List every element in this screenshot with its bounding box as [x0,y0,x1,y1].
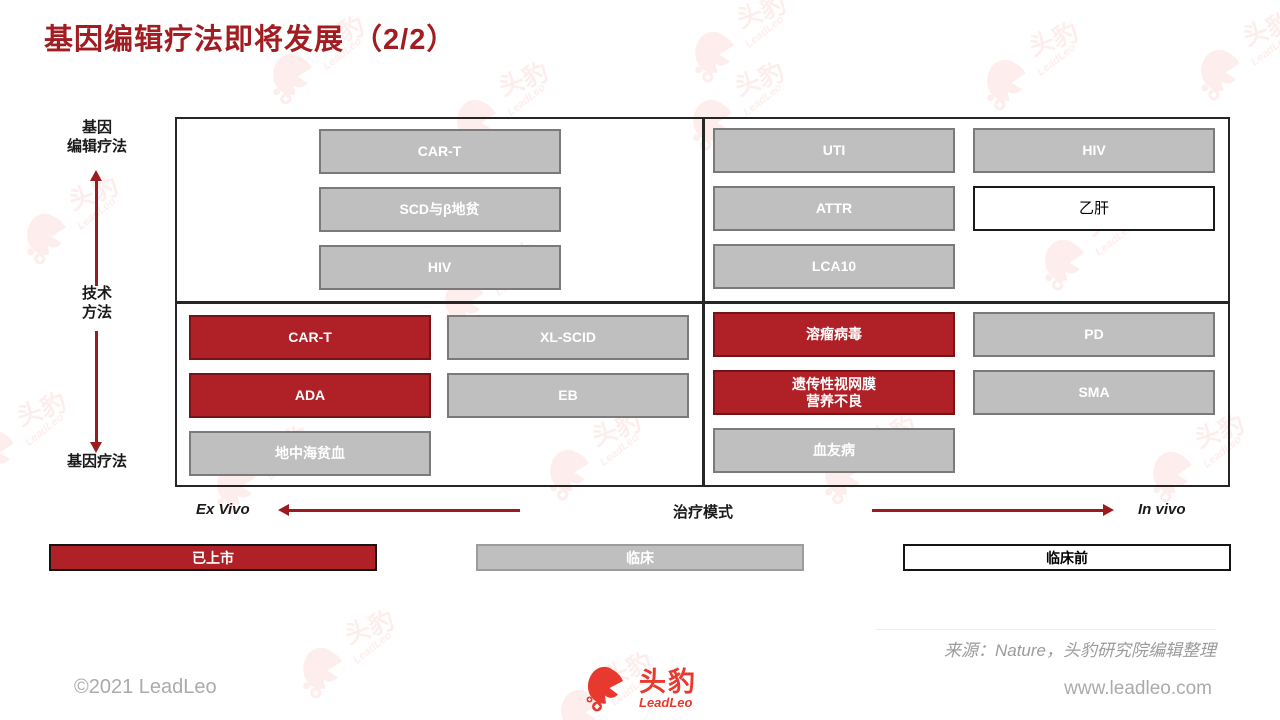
watermark-text-cn: 头豹 [495,58,552,102]
matrix-box: ATTR [713,186,955,231]
y-axis-label-technique: 技术 方法 [81,285,112,321]
watermark-text-en: LeadLeo [23,411,67,449]
down-arrow-icon [90,331,102,453]
right-arrow-icon [872,504,1114,516]
legend-item-preclinical: 临床前 [903,544,1231,571]
website-url: www.leadleo.com [1064,678,1212,699]
matrix-box: EB [447,373,689,418]
up-arrow-icon [90,170,102,286]
watermark-text-en: LeadLeo [1035,41,1079,79]
matrix-box: SCD与β地贫 [318,187,561,232]
matrix-box: SMA [973,370,1215,415]
y-axis-label-gene-therapy: 基因疗法 [66,453,127,470]
x-axis-label-mode: 治疗模式 [672,504,733,521]
legend-label: 已上市 [192,549,234,566]
therapy-matrix: CAR-T SCD与β地贫 HIV UTI ATTR LCA10 HIV 乙肝 CAR-T A… [175,117,1230,487]
copyright-text: ©2021 LeadLeo [74,676,217,698]
watermark-text-cn: 头豹 [1239,8,1280,52]
logo-text: 头豹 LeadLeo [639,666,697,710]
quadrant-top-left: CAR-T SCD与β地贫 HIV [177,119,702,301]
matrix-divider-horizontal [177,301,1228,304]
matrix-box: CAR-T [189,315,431,360]
legend-item-marketed: 已上市 [49,544,377,571]
watermark-text-cn: 头豹 [1025,18,1082,62]
source-divider [876,629,1216,630]
matrix-box: UTI [713,128,955,173]
legend-label: 临床前 [1046,549,1088,566]
source-note: 来源：Nature，头豹研究院编辑整理 [943,641,1216,660]
matrix-box: CAR-T [318,129,561,174]
matrix-box: LCA10 [713,244,955,289]
watermark-text-en: LeadLeo [743,13,787,51]
legend-item-clinical: 临床 [476,544,804,571]
matrix-box: HIV [973,128,1215,173]
matrix-box: XL-SCID [447,315,689,360]
watermark-text-cn: 头豹 [731,58,788,102]
logo-text-cn: 头豹 [639,666,697,697]
matrix-box: ADA [189,373,431,418]
legend-label: 临床 [626,549,654,566]
watermark-text-cn: 头豹 [13,388,70,432]
matrix-box: HIV [318,245,561,290]
y-axis-label-gene-editing: 基因 编辑疗法 [66,119,127,155]
matrix-box: 血友病 [713,428,955,473]
watermark-text-cn: 头豹 [733,0,790,34]
watermark-text-en: LeadLeo [505,81,549,119]
watermark-text-en: LeadLeo [351,629,395,667]
quadrant-top-right: UTI ATTR LCA10 HIV 乙肝 [705,119,1228,301]
matrix-box: PD [973,312,1215,357]
matrix-box: 溶瘤病毒 [713,312,955,357]
matrix-box: 乙肝 [973,186,1215,231]
x-axis-label-in-vivo: In vivo [1138,501,1186,518]
watermark-text-en: LeadLeo [1249,31,1280,69]
matrix-box: 遗传性视网膜 营养不良 [713,370,955,415]
leadleo-logo: 头豹 LeadLeo [583,664,697,714]
page-title: 基因编辑疗法即将发展 （2/2） [44,24,457,56]
watermark-text-en: LeadLeo [741,81,785,119]
leopard-icon [586,666,623,712]
matrix-box: 地中海贫血 [189,431,431,476]
quadrant-bottom-left: CAR-T ADA 地中海贫血 XL-SCID EB [177,304,702,485]
left-arrow-icon [278,504,520,516]
quadrant-bottom-right: 溶瘤病毒遗传性视网膜 营养不良血友病 PD SMA [705,304,1228,485]
watermark-text-cn: 头豹 [341,606,398,650]
x-axis-label-ex-vivo: Ex Vivo [196,501,250,518]
logo-text-en: LeadLeo [639,694,693,710]
